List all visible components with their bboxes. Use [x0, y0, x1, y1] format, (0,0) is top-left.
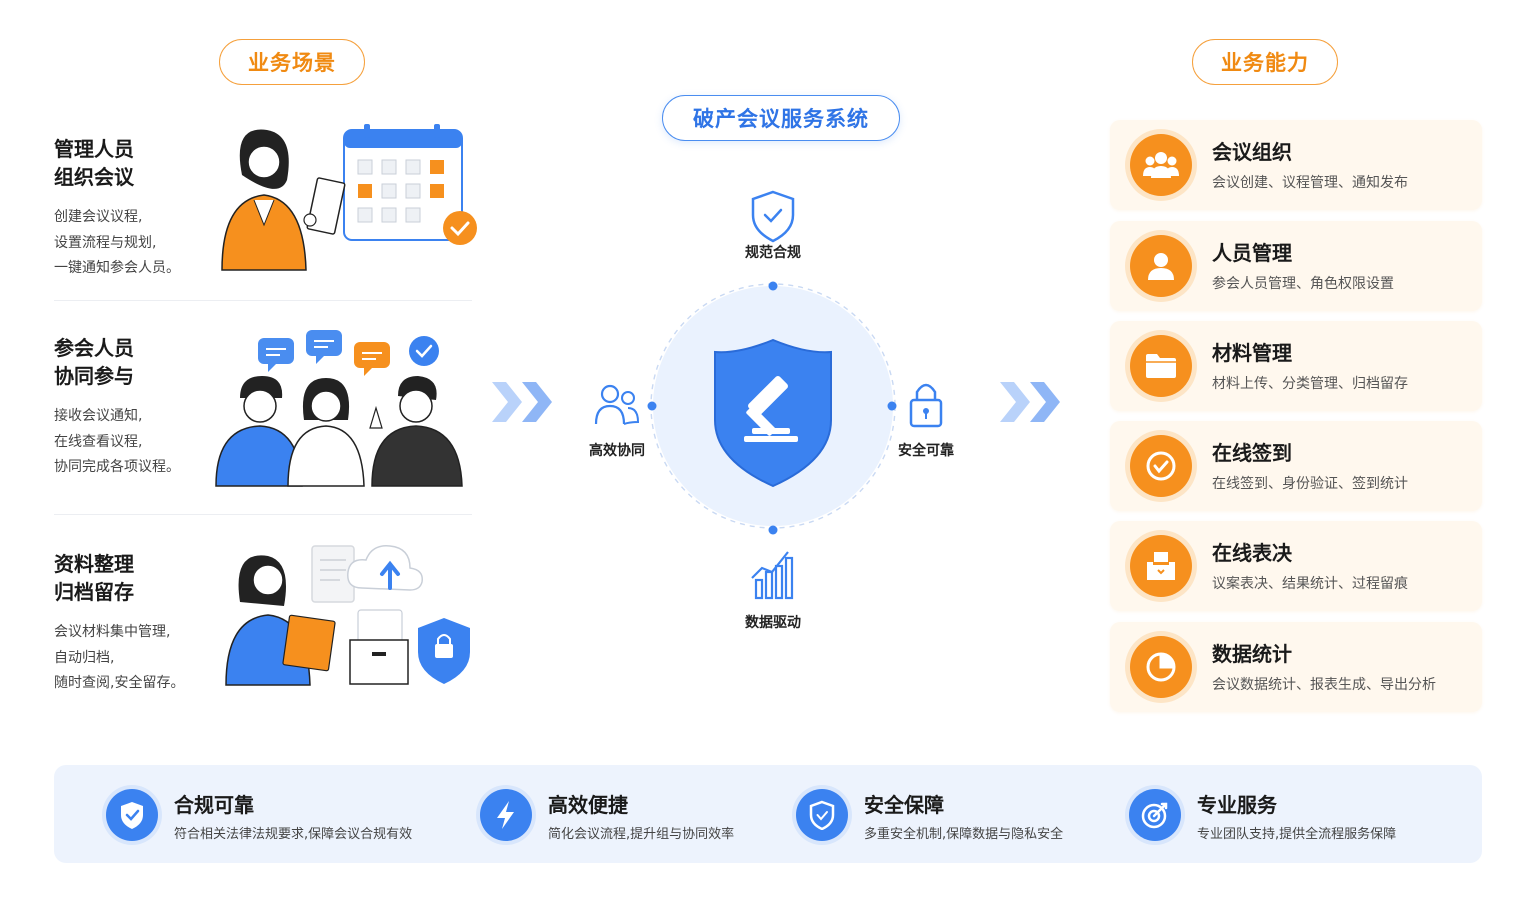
hub-node-data-driven: 数据驱动	[745, 615, 801, 631]
archive-illustration	[225, 545, 470, 686]
folder-icon	[1130, 335, 1192, 397]
shield-check-icon	[106, 789, 158, 841]
system-hub-diagram	[492, 190, 1060, 600]
capability-title: 材料管理	[1212, 341, 1292, 365]
scenario-organize: 管理人员 组织会议 创建会议议程, 设置流程与规划, 一键通知参会人员。	[54, 135, 474, 282]
target-icon	[1129, 789, 1181, 841]
capability-title: 在线表决	[1212, 541, 1292, 565]
capability-title: 在线签到	[1212, 441, 1292, 465]
capability-title: 会议组织	[1212, 140, 1292, 164]
capability-card-personnel[interactable]: 人员管理 参会人员管理、角色权限设置	[1110, 221, 1482, 311]
feature-desc: 专业团队支持,提供全流程服务保障	[1197, 827, 1397, 842]
participants-illustration	[215, 330, 463, 487]
feature-title: 高效便捷	[548, 793, 628, 817]
divider	[54, 514, 472, 515]
capability-card-voting[interactable]: 在线表决 议案表决、结果统计、过程留痕	[1110, 521, 1482, 611]
scenario-title: 管理人员 组织会议	[54, 137, 134, 189]
system-title: 破产会议服务系统	[662, 95, 900, 141]
divider	[54, 300, 472, 301]
pie-chart-icon	[1130, 636, 1192, 698]
hub-node-reliability: 安全可靠	[898, 443, 954, 459]
feature-title: 专业服务	[1197, 793, 1277, 817]
hub-node-compliance: 规范合规	[745, 245, 801, 261]
feature-desc: 符合相关法律法规要求,保障会议合规有效	[174, 827, 413, 842]
capability-title: 数据统计	[1212, 642, 1292, 666]
scenario-participate: 参会人员 协同参与 接收会议通知, 在线查看议程, 协同完成各项议程。	[54, 334, 474, 481]
capability-card-meeting-org[interactable]: 会议组织 会议创建、议程管理、通知发布	[1110, 120, 1482, 210]
capability-desc: 会议数据统计、报表生成、导出分析	[1212, 677, 1436, 693]
left-arrow-icon	[492, 382, 552, 422]
scenario-desc: 会议材料集中管理, 自动归档, 随时查阅,安全留存。	[54, 624, 185, 691]
hub-node-collaboration: 高效协同	[589, 443, 645, 459]
feature-title: 安全保障	[864, 793, 944, 817]
right-arrow-icon	[1000, 382, 1060, 422]
capability-desc: 会议创建、议程管理、通知发布	[1212, 175, 1408, 191]
feature-band: 合规可靠 符合相关法律法规要求,保障会议合规有效 高效便捷 简化会议流程,提升组…	[54, 765, 1482, 863]
capability-desc: 参会人员管理、角色权限设置	[1212, 276, 1394, 292]
feature-title: 合规可靠	[174, 793, 254, 817]
section-header-capabilities: 业务能力	[1192, 39, 1338, 85]
scenario-desc: 接收会议通知, 在线查看议程, 协同完成各项议程。	[54, 408, 180, 475]
scenario-archive: 资料整理 归档留存 会议材料集中管理, 自动归档, 随时查阅,安全留存。	[54, 550, 474, 697]
capability-card-materials[interactable]: 材料管理 材料上传、分类管理、归档留存	[1110, 321, 1482, 411]
shield-icon	[796, 789, 848, 841]
lightning-icon	[480, 789, 532, 841]
user-icon	[1130, 235, 1192, 297]
capability-desc: 议案表决、结果统计、过程留痕	[1212, 576, 1408, 592]
section-header-scenarios: 业务场景	[219, 39, 365, 85]
capability-desc: 材料上传、分类管理、归档留存	[1212, 376, 1408, 392]
capability-card-statistics[interactable]: 数据统计 会议数据统计、报表生成、导出分析	[1110, 622, 1482, 712]
capability-title: 人员管理	[1212, 241, 1292, 265]
scenario-desc: 创建会议议程, 设置流程与规划, 一键通知参会人员。	[54, 209, 180, 276]
capability-card-signin[interactable]: 在线签到 在线签到、身份验证、签到统计	[1110, 421, 1482, 511]
scenario-title: 资料整理 归档留存	[54, 552, 134, 604]
feature-desc: 多重安全机制,保障数据与隐私安全	[864, 827, 1064, 842]
check-circle-icon	[1130, 435, 1192, 497]
scenario-title: 参会人员 协同参与	[54, 336, 134, 388]
capability-desc: 在线签到、身份验证、签到统计	[1212, 476, 1408, 492]
ballot-box-icon	[1130, 535, 1192, 597]
feature-desc: 简化会议流程,提升组与协同效率	[548, 827, 735, 842]
organizer-calendar-illustration	[221, 124, 477, 271]
group-icon	[1130, 134, 1192, 196]
